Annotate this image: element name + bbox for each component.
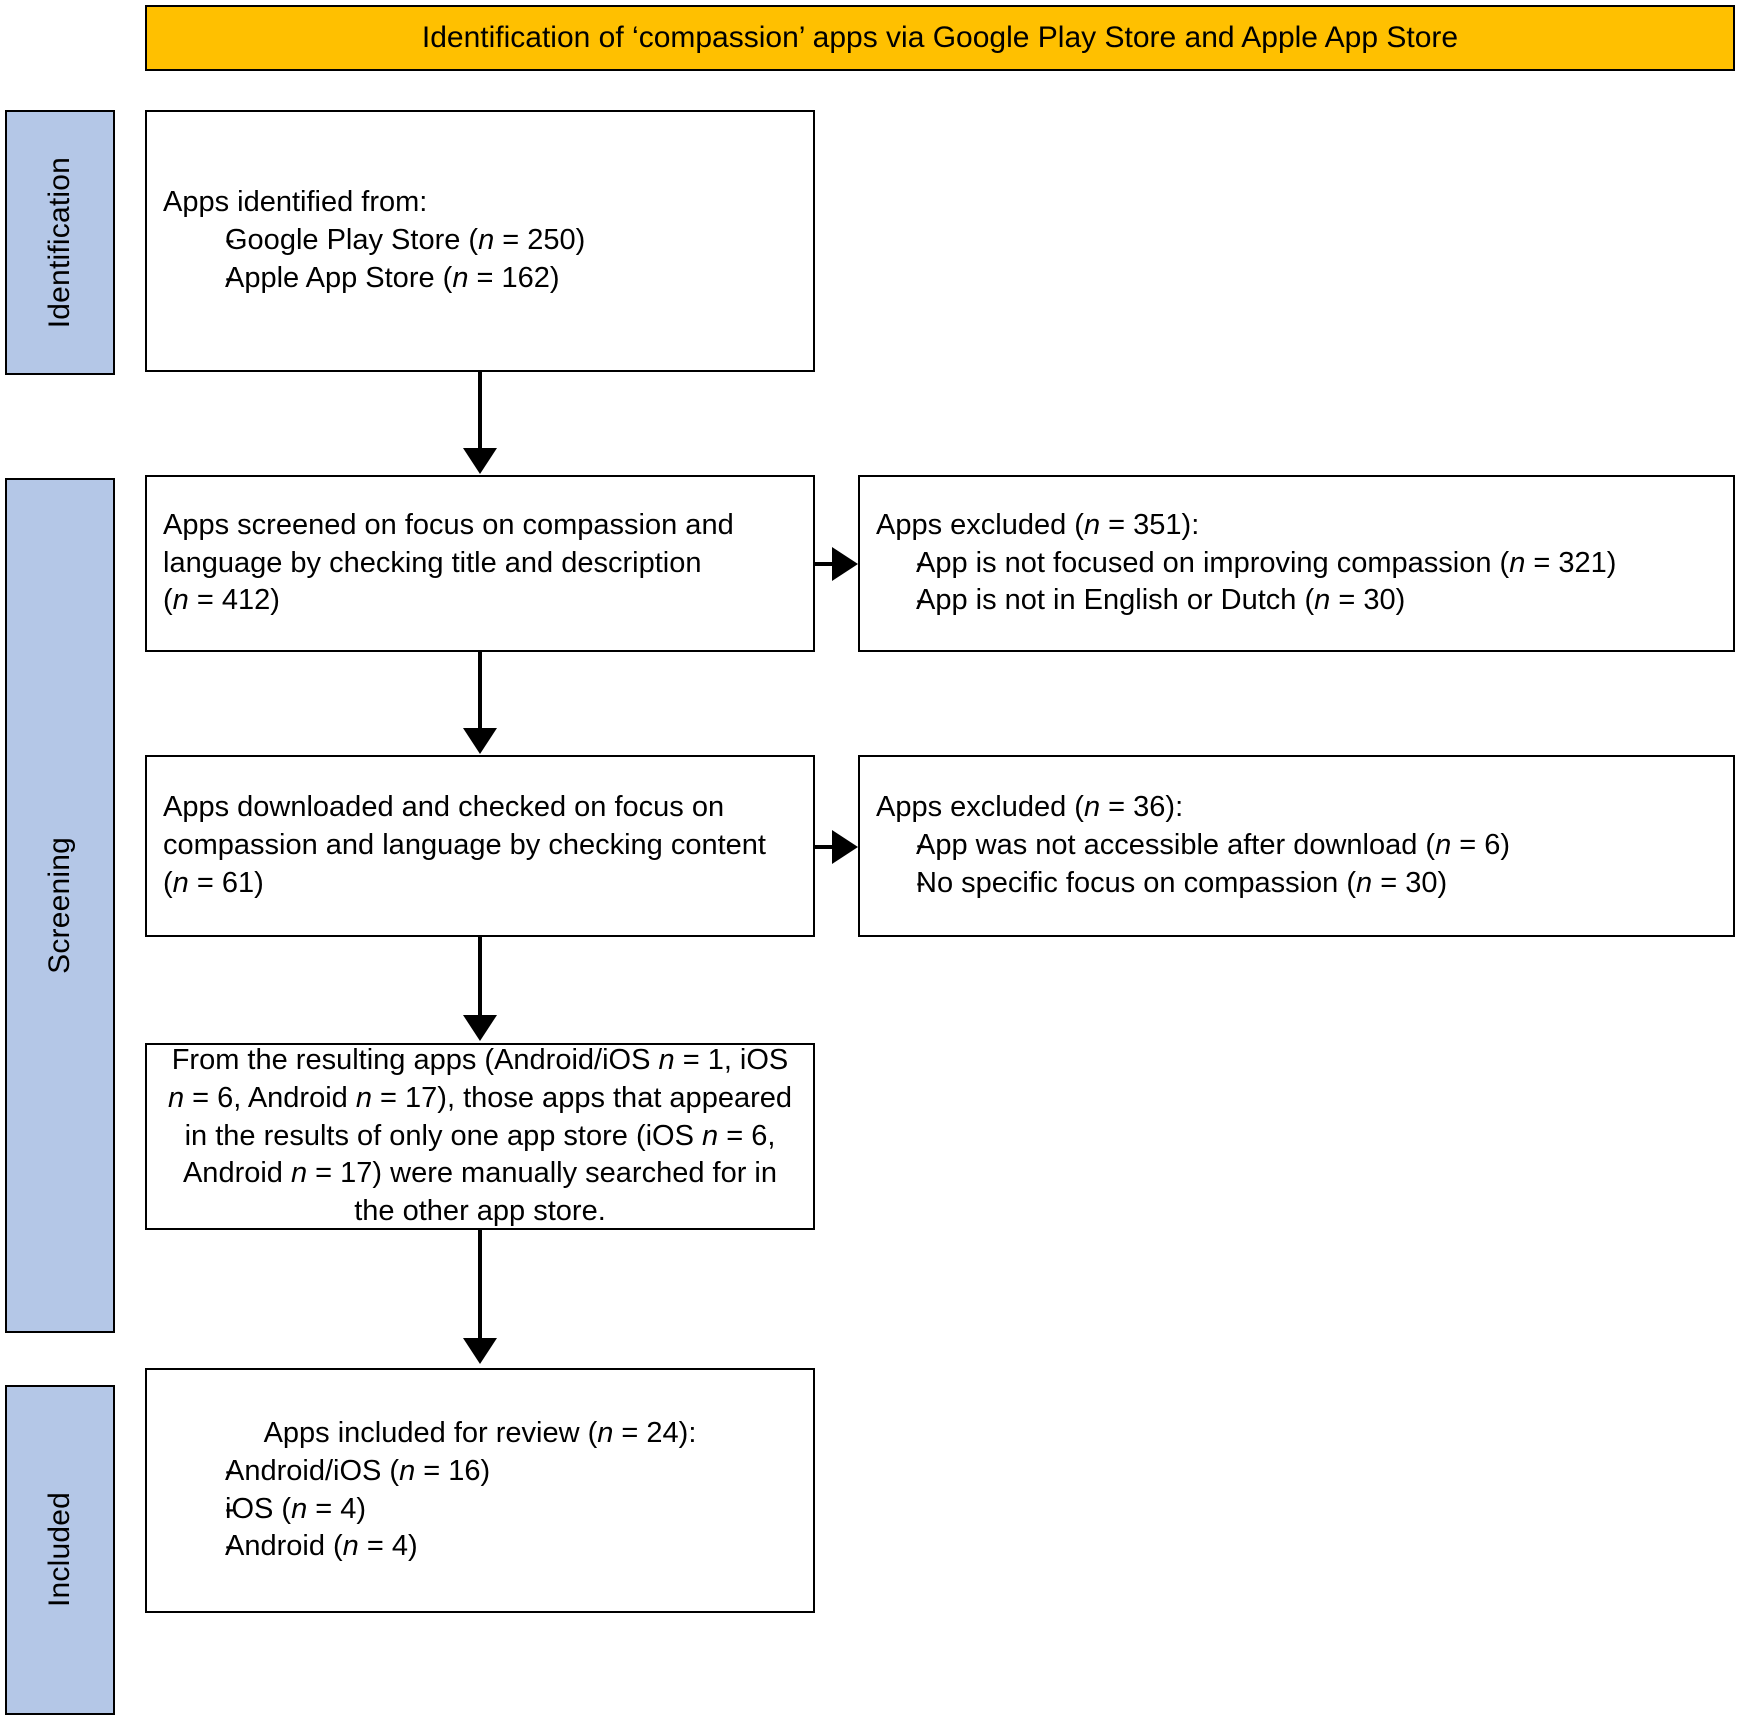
connector-arrow-manual-search-to-included [463, 1338, 497, 1364]
apps-identified-bullets: - Google Play Store (n = 250) - Apple Ap… [163, 222, 797, 297]
apps-screened-line2: language by checking title and descripti… [163, 546, 702, 579]
stage-label-identification: Identification [5, 110, 115, 375]
list-item: - Apple App Store (n = 162) [163, 260, 797, 298]
box-apps-identified: Apps identified from: - Google Play Stor… [145, 110, 815, 372]
box-apps-downloaded: Apps downloaded and checked on focus on … [145, 755, 815, 937]
list-item: - Google Play Store (n = 250) [163, 222, 797, 260]
connector-line-downloaded-to-excluded2 [815, 845, 843, 849]
connector-arrow-identification-to-screened [463, 448, 497, 474]
bullet-dash: - [916, 546, 926, 579]
bullet-dash: - [225, 1530, 235, 1563]
apps-downloaded-line2: compassion and language by checking cont… [163, 829, 766, 862]
connector-arrow-downloaded-to-excluded2 [832, 830, 858, 864]
connector-arrow-downloaded-to-manual-search [463, 1015, 497, 1041]
stage-label-included: Included [5, 1385, 115, 1715]
stage-label-identification-text: Identification [43, 156, 76, 329]
manual-search-paragraph: From the resulting apps (Android/iOS n =… [167, 1044, 792, 1228]
bullet-dash: - [916, 829, 926, 862]
bullet-text: Android (n = 4) [225, 1530, 418, 1563]
apps-downloaded-line1: Apps downloaded and checked on focus on [163, 791, 725, 824]
connector-line-screened-to-downloaded [478, 652, 482, 730]
box-manual-search: From the resulting apps (Android/iOS n =… [145, 1043, 815, 1230]
apps-included-bullets: - Android/iOS (n = 16) - iOS (n = 4) - A… [163, 1453, 797, 1566]
bullet-dash: - [225, 224, 235, 257]
box-apps-included: Apps included for review (n = 24): - And… [145, 1368, 815, 1613]
box-apps-excluded-2: Apps excluded (n = 36): - App was not ac… [858, 755, 1735, 937]
diagram-title: Identification of ‘compassion’ apps via … [421, 21, 1459, 54]
stage-label-screening: Screening [5, 478, 115, 1333]
apps-screened-line3: (n = 412) [163, 584, 280, 617]
diagram-title-banner: Identification of ‘compassion’ apps via … [145, 5, 1735, 71]
bullet-text: App is not focused on improving compassi… [916, 546, 1617, 579]
bullet-text: App is not in English or Dutch (n = 30) [916, 584, 1406, 617]
stage-label-screening-text: Screening [43, 837, 76, 974]
connector-line-identification-to-screened [478, 372, 482, 450]
bullet-text: Google Play Store (n = 250) [225, 224, 586, 257]
apps-identified-lead: Apps identified from: [163, 186, 428, 219]
connector-arrow-screened-to-downloaded [463, 728, 497, 754]
list-item: - Android/iOS (n = 16) [163, 1453, 797, 1491]
bullet-dash: - [225, 1492, 235, 1525]
apps-excluded-1-lead: Apps excluded (n = 351): [876, 508, 1200, 541]
apps-included-lead: Apps included for review (n = 24): [263, 1417, 697, 1450]
bullet-dash: - [916, 584, 926, 617]
bullet-dash: - [916, 866, 926, 899]
connector-line-screened-to-excluded1 [815, 562, 843, 566]
connector-arrow-screened-to-excluded1 [832, 547, 858, 581]
bullet-text: iOS (n = 4) [225, 1492, 367, 1525]
apps-excluded-2-lead: Apps excluded (n = 36): [876, 791, 1184, 824]
list-item: - Android (n = 4) [163, 1528, 797, 1566]
stage-label-included-text: Included [43, 1492, 76, 1608]
apps-screened-line1: Apps screened on focus on compassion and [163, 508, 734, 541]
box-apps-screened: Apps screened on focus on compassion and… [145, 475, 815, 652]
list-item: - No specific focus on compassion (n = 3… [876, 865, 1717, 903]
box-apps-excluded-1: Apps excluded (n = 351): - App is not fo… [858, 475, 1735, 652]
bullet-dash: - [225, 261, 235, 294]
bullet-text: Android/iOS (n = 16) [225, 1454, 491, 1487]
apps-excluded-2-bullets: - App was not accessible after download … [876, 827, 1717, 902]
bullet-dash: - [225, 1454, 235, 1487]
bullet-text: Apple App Store (n = 162) [225, 261, 560, 294]
apps-excluded-1-bullets: - App is not focused on improving compas… [876, 545, 1717, 620]
apps-downloaded-line3: (n = 61) [163, 866, 264, 899]
connector-line-manual-search-to-included [478, 1230, 482, 1340]
bullet-text: No specific focus on compassion (n = 30) [916, 866, 1448, 899]
list-item: - iOS (n = 4) [163, 1491, 797, 1529]
list-item: - App was not accessible after download … [876, 827, 1717, 865]
connector-line-downloaded-to-manual-search [478, 937, 482, 1017]
list-item: - App is not focused on improving compas… [876, 545, 1717, 583]
list-item: - App is not in English or Dutch (n = 30… [876, 582, 1717, 620]
bullet-text: App was not accessible after download (n… [916, 829, 1511, 862]
